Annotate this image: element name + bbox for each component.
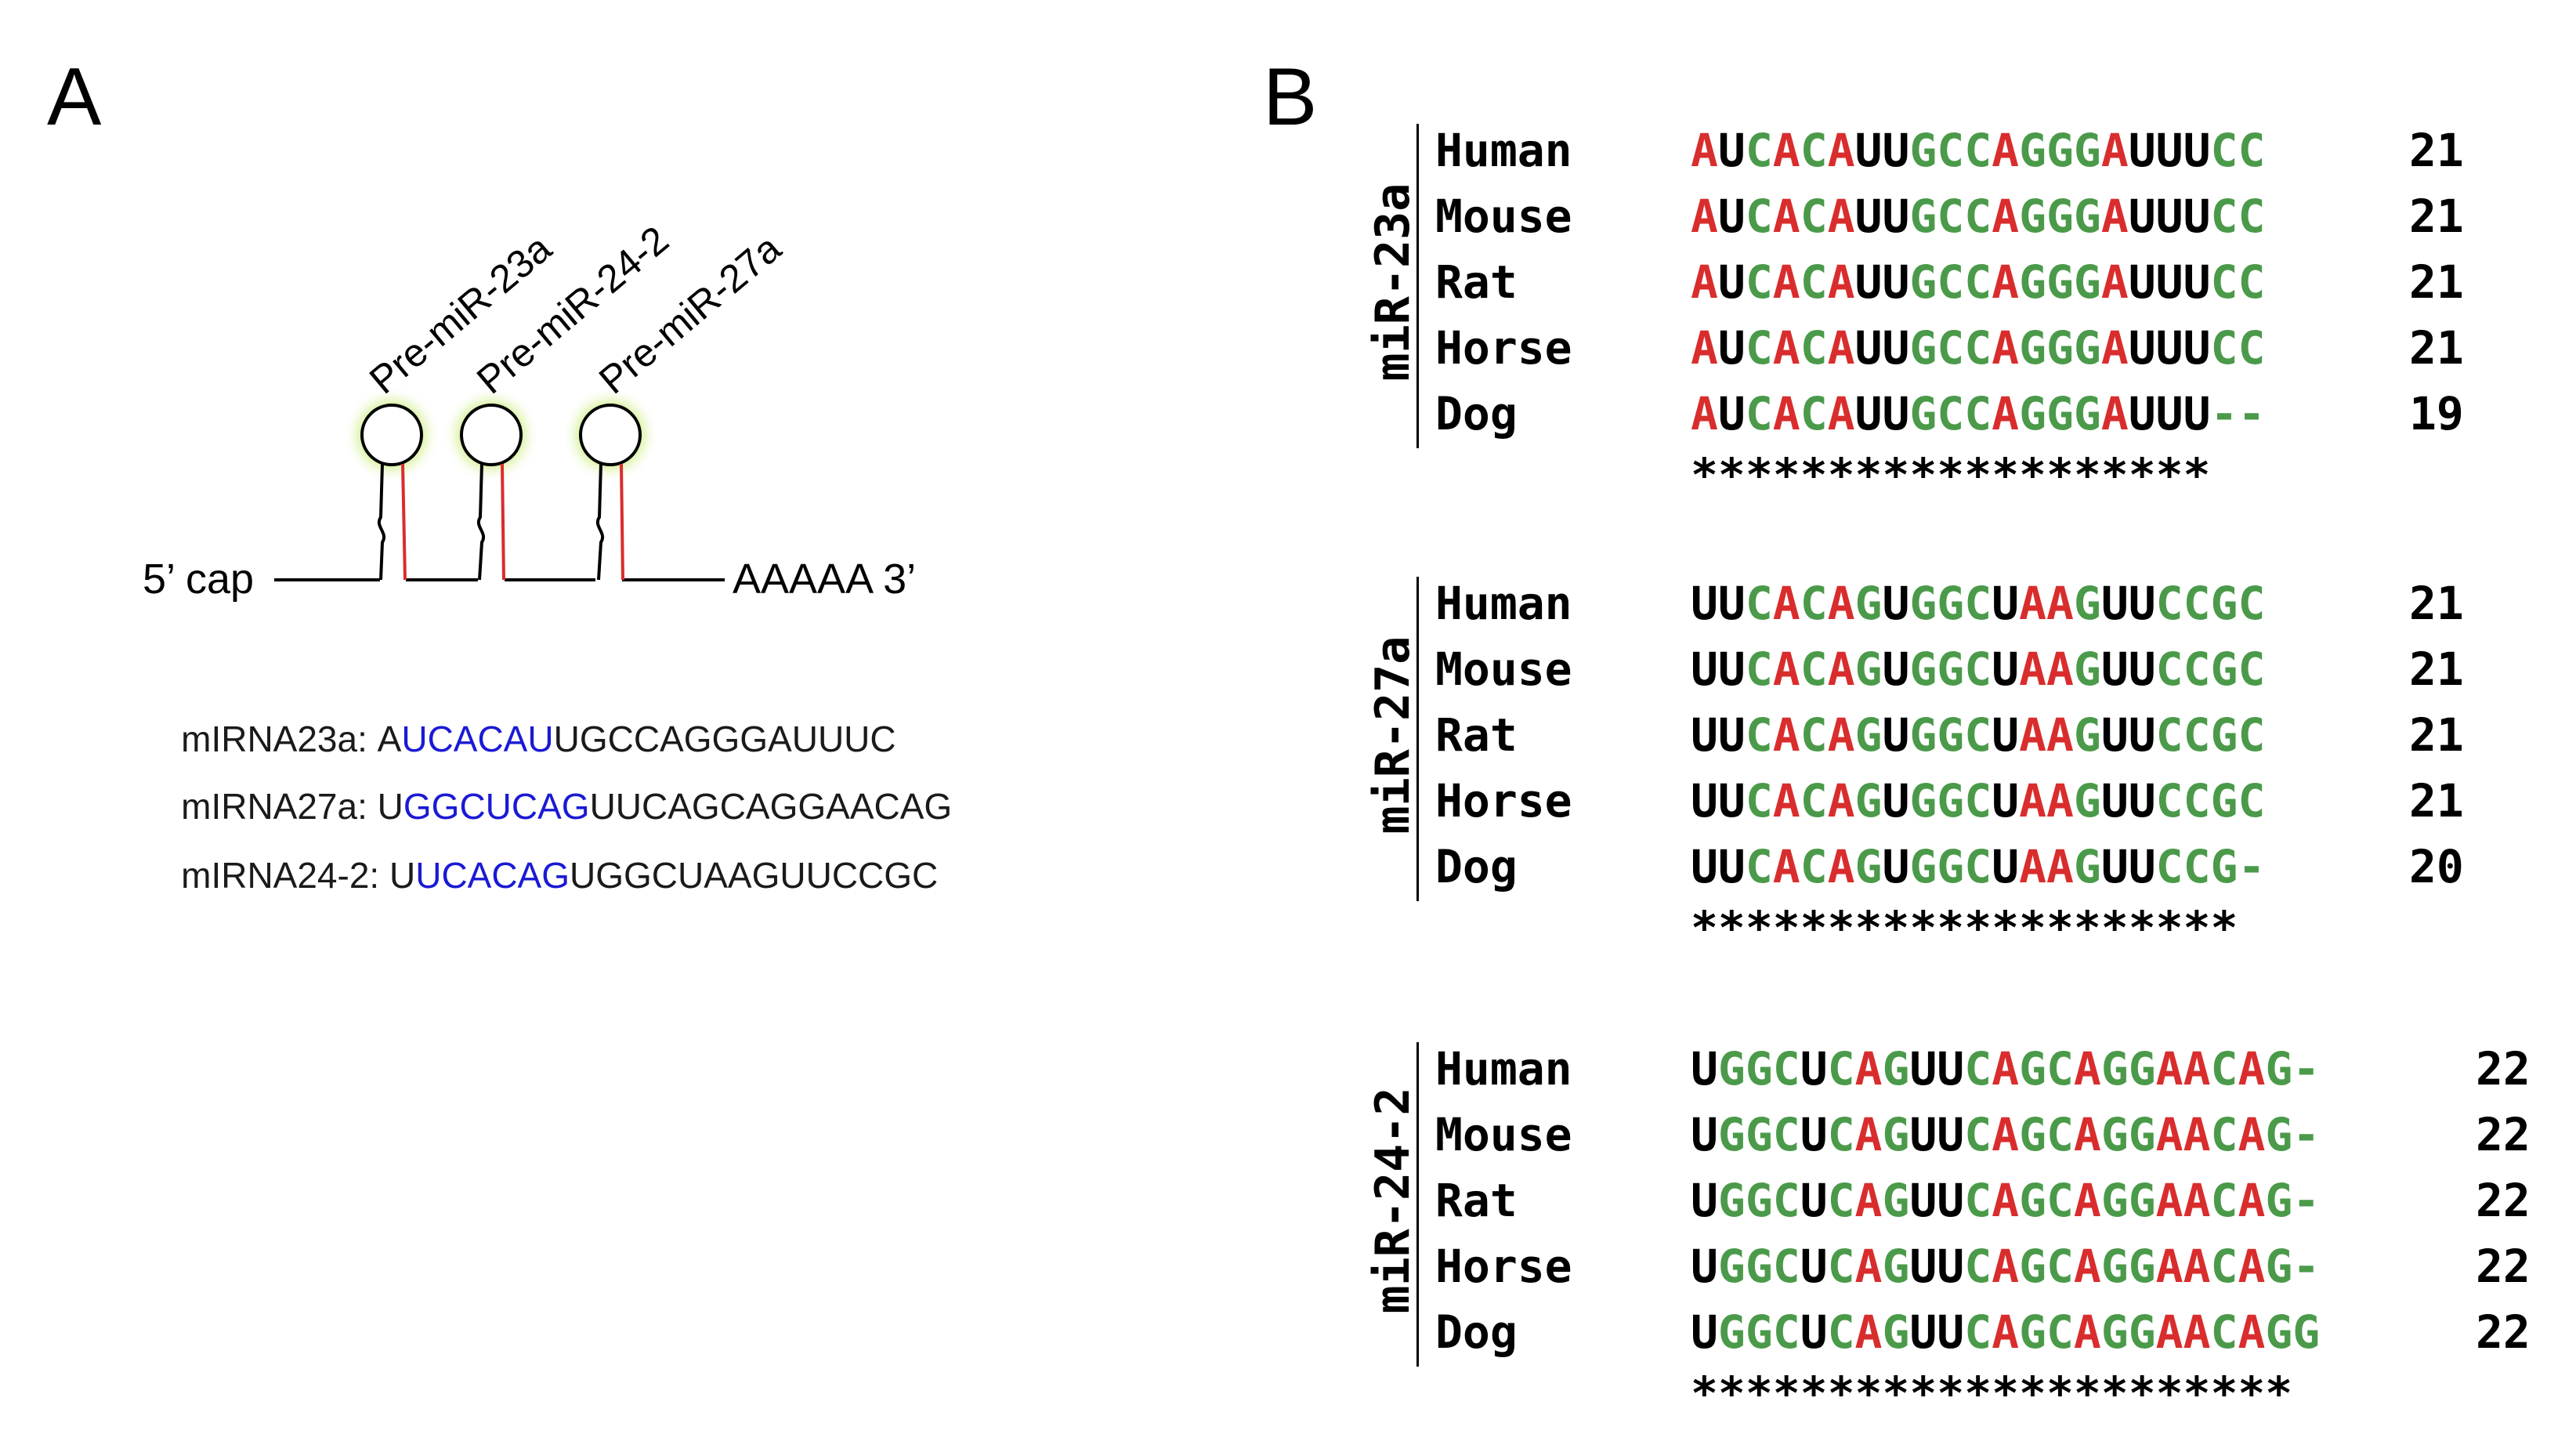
species-name: Human	[1435, 124, 1572, 177]
species-name: Horse	[1435, 1240, 1572, 1293]
sequence-length: 20	[2409, 840, 2464, 893]
sequence-length: 21	[2409, 321, 2464, 375]
sequence-length: 21	[2409, 255, 2464, 309]
panel-a-label: A	[47, 52, 102, 143]
gene-label: miR-27a	[1366, 636, 1420, 835]
aligned-sequence: AUCACAUUGCCAGGGAUUUCC	[1691, 124, 2266, 177]
block-bracket-line	[1416, 577, 1419, 901]
mirna-name: mIRNA23a:	[181, 719, 367, 759]
species-name: Dog	[1435, 840, 1518, 893]
species-name: Human	[1435, 1042, 1572, 1095]
three-prime-polya-label: AAAAA 3’	[733, 556, 916, 603]
hairpin-stem-red	[620, 463, 624, 581]
mirna-seed: GGCUCAG	[403, 786, 590, 827]
hairpin-loop	[579, 404, 642, 466]
aligned-sequence: AUCACAUUGCCAGGGAUUUCC	[1691, 190, 2266, 243]
species-name: Horse	[1435, 321, 1572, 375]
sequence-length: 21	[2409, 577, 2464, 630]
hairpin-mir-27a	[562, 386, 659, 581]
hairpin-loop	[460, 404, 523, 466]
aligned-sequence: UUCACAGUGGCUAAGUUCCGC	[1691, 643, 2266, 696]
aligned-sequence: UGGCUCAGUUCAGCAGGAACAG-	[1691, 1174, 2321, 1227]
hairpin-left-arm	[596, 463, 604, 581]
mirna-line: mIRNA27a: UGGCUCAGUUCAGCAGGAACAG	[141, 743, 952, 870]
mirna-line: mIRNA24-2: UUCACAGUGGCUAAGUUCCGC	[141, 812, 938, 939]
mirna-post: UGCCAGGGAUUUC	[553, 719, 896, 759]
sequence-length: 22	[2476, 1174, 2531, 1227]
gene-label: miR-23a	[1366, 183, 1420, 382]
hairpin-left-arm	[477, 463, 485, 581]
gene-label: miR-24-2	[1366, 1087, 1420, 1314]
aligned-sequence: UGGCUCAGUUCAGCAGGAACAG-	[1691, 1042, 2321, 1095]
panel-b-label: B	[1263, 52, 1318, 143]
conservation-stars: **********************	[1691, 1367, 2293, 1420]
mirna-pre: U	[389, 855, 416, 896]
conservation-stars: *******************	[1691, 448, 2211, 502]
aligned-sequence: UGGCUCAGUUCAGCAGGAACAG-	[1691, 1240, 2321, 1293]
sequence-length: 21	[2409, 124, 2464, 177]
aligned-sequence: UGGCUCAGUUCAGCAGGAACAG-	[1691, 1108, 2321, 1161]
hairpin-mir-24-2	[443, 386, 540, 581]
sequence-length: 22	[2476, 1108, 2531, 1161]
sequence-length: 22	[2476, 1305, 2531, 1359]
species-name: Rat	[1435, 1174, 1518, 1227]
mirna-name: mIRNA27a:	[181, 786, 367, 827]
block-bracket-line	[1416, 1042, 1419, 1367]
species-name: Human	[1435, 577, 1572, 630]
species-name: Mouse	[1435, 643, 1572, 696]
mirna-post: UGGCUAAGUUCCGC	[570, 855, 939, 896]
mirna-line: mIRNA23a: AUCACAUUGCCAGGGAUUUC	[141, 675, 896, 802]
mirna-seed: UCACAG	[415, 855, 570, 896]
transcript-schematic: 5’ cap AAAAA 3’ Pre-miR-23a Pre-miR-24-2…	[143, 218, 916, 603]
hairpin-loop	[360, 404, 423, 466]
conservation-stars: ********************	[1691, 901, 2238, 954]
sequence-length: 22	[2476, 1042, 2531, 1095]
aligned-sequence: UUCACAGUGGCUAAGUUCCG-	[1691, 840, 2266, 893]
mirna-post: UUCAGCAGGAACAG	[589, 786, 953, 827]
five-prime-cap-label: 5’ cap	[143, 556, 254, 603]
species-name: Dog	[1435, 387, 1518, 440]
species-name: Mouse	[1435, 190, 1572, 243]
aligned-sequence: UUCACAGUGGCUAAGUUCCGC	[1691, 577, 2266, 630]
aligned-sequence: AUCACAUUGCCAGGGAUUUCC	[1691, 321, 2266, 375]
species-name: Rat	[1435, 708, 1518, 762]
mirna-pre: A	[377, 719, 402, 759]
hairpin-stem-red	[501, 463, 505, 581]
species-name: Rat	[1435, 255, 1518, 309]
aligned-sequence: UGGCUCAGUUCAGCAGGAACAGG	[1691, 1305, 2321, 1359]
sequence-length: 21	[2409, 708, 2464, 762]
sequence-length: 21	[2409, 643, 2464, 696]
aligned-sequence: UUCACAGUGGCUAAGUUCCGC	[1691, 774, 2266, 827]
aligned-sequence: AUCACAUUGCCAGGGAUUU--	[1691, 387, 2266, 440]
mirna-name: mIRNA24-2:	[181, 855, 380, 896]
sequence-length: 21	[2409, 774, 2464, 827]
hairpin-stem-red	[401, 463, 407, 581]
sequence-length: 22	[2476, 1240, 2531, 1293]
sequence-length: 19	[2409, 387, 2464, 440]
species-name: Mouse	[1435, 1108, 1572, 1161]
sequence-length: 21	[2409, 190, 2464, 243]
aligned-sequence: AUCACAUUGCCAGGGAUUUCC	[1691, 255, 2266, 309]
species-name: Dog	[1435, 1305, 1518, 1359]
mirna-seed: UCACAU	[401, 719, 554, 759]
block-bracket-line	[1416, 124, 1419, 448]
hairpin-left-arm	[378, 463, 385, 581]
aligned-sequence: UUCACAGUGGCUAAGUUCCGC	[1691, 708, 2266, 762]
hairpin-mir-23a	[343, 386, 440, 581]
mirna-pre: U	[377, 786, 403, 827]
species-name: Horse	[1435, 774, 1572, 827]
hairpin-label-mir-23a: Pre-miR-23a	[361, 226, 559, 402]
